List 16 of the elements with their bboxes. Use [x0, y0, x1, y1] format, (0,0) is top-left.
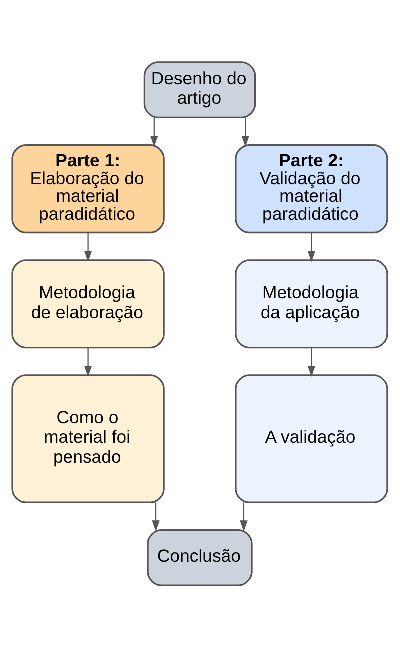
arrow: [84, 348, 92, 378]
arrow: [84, 232, 92, 262]
node-box: Desenho do artigo: [144, 62, 256, 119]
node-box: Parte 2: Validação do material paradidático: [235, 144, 388, 234]
arrow: [240, 502, 248, 532]
arrow: [242, 118, 250, 148]
node-box: Metodologia da aplicação: [235, 260, 388, 349]
node-box: Conclusão: [147, 529, 253, 586]
arrow: [152, 502, 160, 532]
arrow: [150, 118, 158, 148]
node-box: Parte 1: Elaboração do material paradidático: [12, 144, 165, 234]
node-box: Metodologia de elaboração: [12, 260, 165, 349]
arrow: [308, 232, 316, 262]
node-box: A validação: [235, 374, 388, 504]
node-box: Como o material foi pensado: [12, 374, 165, 504]
arrow: [308, 348, 316, 378]
